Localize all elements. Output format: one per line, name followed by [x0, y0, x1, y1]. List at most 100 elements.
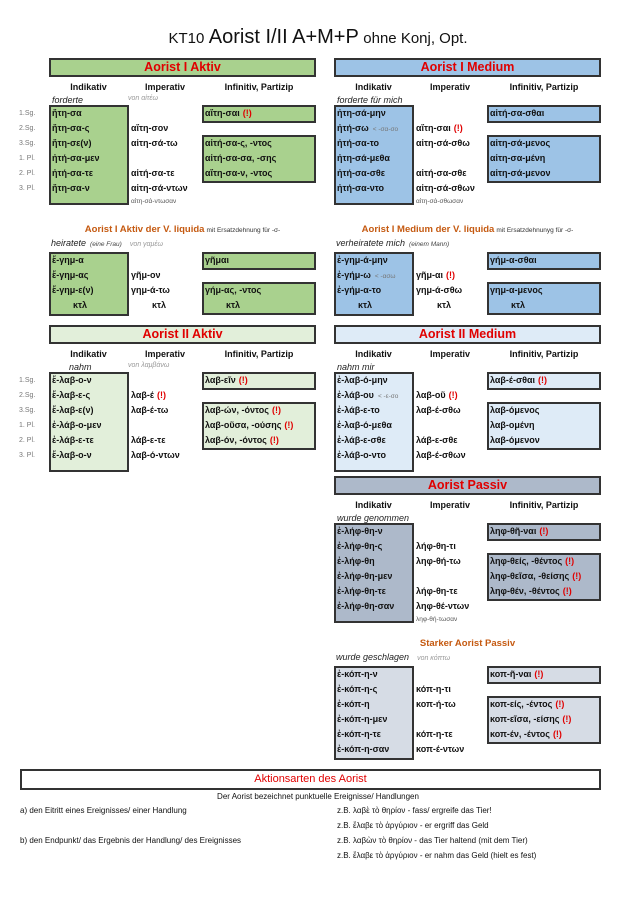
indikativ-form: ἠτη-σά-μεθα	[334, 151, 414, 166]
indikativ-form: κτλ	[334, 298, 414, 313]
gloss-text: wurde geschlagen	[336, 652, 410, 662]
note: < -ε-σο	[377, 393, 399, 400]
infinitiv-form: γήμ-α-σθαι	[487, 253, 537, 268]
partizip-form-text: αἰτή-σα-ς, -ντος	[205, 138, 272, 148]
imperativ-form-text: γῆμ-ον	[131, 270, 161, 280]
gloss: verheiratete mich(einem Mann)	[336, 238, 449, 248]
warning-mark: (!)	[446, 270, 456, 280]
imperativ-form: λαβ-έ-τω	[128, 403, 168, 418]
column-header: Infinitiv, Partizip	[509, 500, 579, 510]
column-header: Imperativ	[429, 500, 471, 510]
partizip-form-text: κτλ	[511, 300, 526, 310]
imperativ-form-text: λαβ-έ	[131, 390, 154, 400]
indikativ-form: ἐ-γήμ-ω< -ασω	[334, 268, 414, 283]
warning-mark: (!)	[238, 375, 248, 385]
person-label: 1.Sg.	[19, 110, 36, 117]
column-header: Indikativ	[355, 349, 392, 359]
title-text: Aorist I Medium der V. liquida	[361, 224, 495, 235]
indikativ-form-text: ἠτή-σα-τε	[52, 168, 93, 178]
indikativ-form: ἔ-γημ-ας	[49, 268, 129, 283]
infinitiv-form-text: ληφ-θῆ-ναι	[490, 526, 537, 536]
source-verb: von γαμέω	[129, 241, 163, 248]
imperativ-form: αἰτή-σα-σθε	[413, 166, 467, 181]
partizip-box	[487, 135, 601, 183]
infinitiv-form-text: γήμ-α-σθαι	[490, 255, 537, 265]
imperativ-form-text: λήφ-θη-τι	[416, 541, 456, 551]
warning-mark: (!)	[539, 526, 549, 536]
title-main: Aorist I/II A+M+P	[208, 26, 359, 48]
person-label: 3.Sg.	[19, 140, 36, 147]
gloss-text: nahm	[69, 362, 92, 372]
imperativ-form: αἰτη-σά-ντων	[128, 181, 188, 196]
imperativ-form: κτλ	[413, 298, 451, 313]
person-label: 2. Pl.	[19, 170, 35, 177]
partizip-form-text: αἰτη-σα-μένη	[490, 153, 546, 163]
indikativ-box	[49, 105, 129, 205]
indikativ-form-text: ἐ-κόπ-η-ς	[337, 684, 378, 694]
partizip-box	[487, 282, 601, 315]
indikativ-form-text: ἔ-λαβ-ε-ς	[52, 390, 91, 400]
gloss: forderte für mich	[337, 95, 403, 105]
partizip-form: αἰτη-σά-μενον	[487, 166, 551, 181]
aktionsarten-header: Aktionsarten des Aorist	[20, 769, 601, 790]
partizip-form: ληφ-θέν, -θέντος(!)	[487, 584, 572, 599]
imperativ-form: αἰτη-σά-σθων	[413, 181, 475, 196]
infinitiv-box	[487, 252, 601, 270]
partizip-form-text: λαβ-όμενον	[490, 435, 540, 445]
indikativ-form-text: ἔ-γημ-ε(ν)	[52, 285, 94, 295]
warning-mark: (!)	[284, 420, 294, 430]
gloss-text: nahm mir	[337, 362, 375, 372]
partizip-form: κοπ-εῖσα, -είσης(!)	[487, 712, 571, 727]
imperativ-form-text: γημ-ά-τω	[131, 285, 170, 295]
indikativ-form-text: ἐ-λάβ-ο-μεν	[52, 420, 102, 430]
infinitiv-form: αἰτή-σα-σθαι	[487, 106, 544, 121]
person-label: 3. Pl.	[19, 452, 35, 459]
person-label: 1. Pl.	[19, 155, 35, 162]
partizip-form: κτλ	[202, 298, 240, 313]
indikativ-form-text: ἔ-γημ-ας	[52, 270, 89, 280]
indikativ-form-text: ἐ-γημ-ά-μην	[337, 255, 388, 265]
imperativ-form: λαβ-έ(!)	[128, 388, 166, 403]
imperativ-form-text: λάβ-ε-τε	[131, 435, 166, 445]
imperativ-form-text: λήφ-θη-τε	[416, 586, 458, 596]
imperativ-form-text: λαβ-έ-τω	[131, 405, 169, 415]
title-suffix: mit Ersatzdehnung für -σ-	[206, 227, 281, 234]
indikativ-form-text: ἐ-λήφ-θη-ν	[337, 526, 383, 536]
infinitiv-form: κοπ-ῆ-ναι(!)	[487, 667, 543, 682]
indikativ-form: ἐ-λάβ-ε-τε	[49, 433, 129, 448]
indikativ-box	[334, 523, 414, 623]
indikativ-form-text: ἐ-κόπ-η-ν	[337, 669, 378, 679]
indikativ-box	[334, 105, 414, 205]
imperativ-form: λαβ-έ-σθων	[413, 448, 466, 463]
indikativ-form-text: ἐ-λάβ-ο-ντο	[337, 450, 386, 460]
indikativ-box	[334, 666, 414, 760]
partizip-form-text: αἰτή-σα-σα, -σης	[205, 153, 277, 163]
partizip-form: λαβ-όμενος	[487, 403, 539, 418]
section-header: Aorist II Medium	[334, 325, 601, 344]
indikativ-form: ἐ-κόπ-η-σαν	[334, 742, 414, 757]
indikativ-form: ἐ-κόπ-η-ν	[334, 667, 414, 682]
infinitiv-box	[487, 372, 601, 390]
infinitiv-form-text: κοπ-ῆ-ναι	[490, 669, 532, 679]
indikativ-form-text: ἐ-λαβ-ό-μην	[337, 375, 388, 385]
imperativ-form: λήφ-θη-τι	[413, 539, 456, 554]
indikativ-form: ἐ-λάβ-ο-ντο	[334, 448, 414, 463]
column-header: Imperativ	[429, 349, 471, 359]
infinitiv-form: λαβ-έ-σθαι(!)	[487, 373, 547, 388]
partizip-form-text: λαβ-όμενος	[490, 405, 540, 415]
imperativ-form: αἴτη-σον	[128, 121, 168, 136]
infinitiv-form-text: αἴτη-σαι	[205, 108, 240, 118]
title-suffix: mit Ersatzdehnunyg für -σ-	[496, 227, 574, 234]
warning-mark: (!)	[453, 123, 463, 133]
indikativ-form: ἐ-γημ-ά-μην	[334, 253, 414, 268]
partizip-form-text: λαβ-όν, -όντος	[205, 435, 267, 445]
indikativ-form: ἐ-λαβ-ό-μεθα	[334, 418, 414, 433]
aktionsart-a: a) den Eitritt eines Ereignisses/ einer …	[20, 806, 187, 815]
infinitiv-box	[487, 105, 601, 123]
indikativ-box	[49, 252, 129, 316]
indikativ-form-text: ἐ-γήμ-α-το	[337, 285, 382, 295]
infinitiv-box	[202, 252, 316, 270]
person-label: 1. Pl.	[19, 422, 35, 429]
indikativ-form: ἐ-λήφ-θη-ν	[334, 524, 414, 539]
